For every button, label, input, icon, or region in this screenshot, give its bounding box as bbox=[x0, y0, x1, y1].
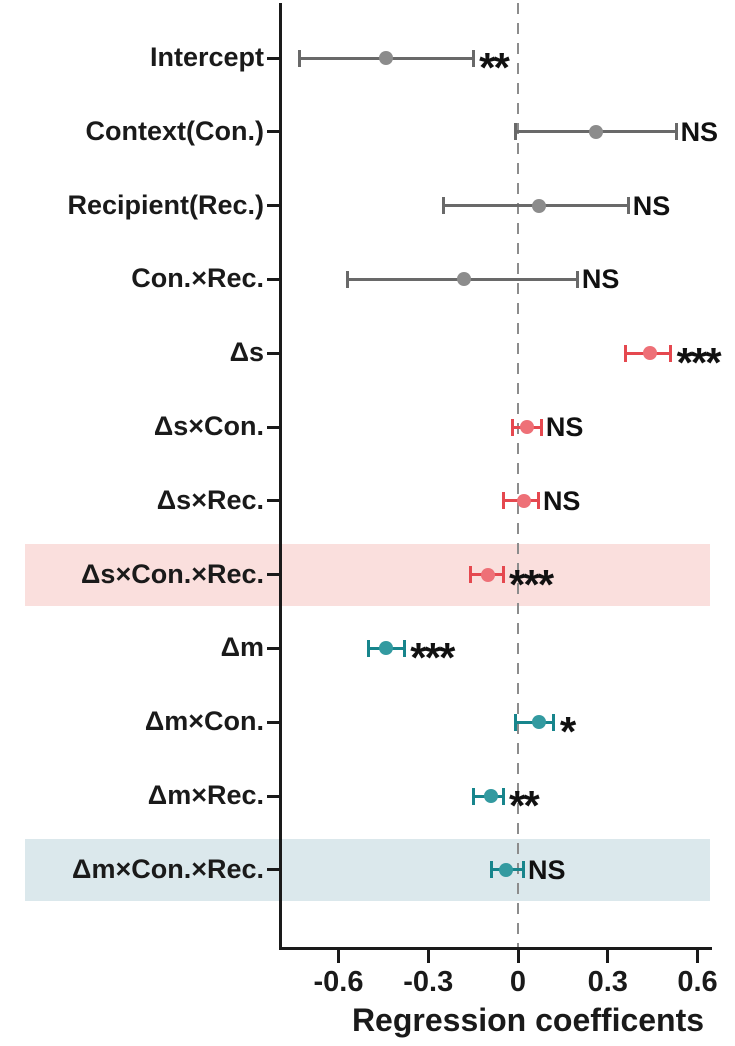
y-tick bbox=[267, 277, 279, 281]
error-bar-cap-left bbox=[471, 787, 475, 805]
error-bar-cap-left bbox=[441, 197, 445, 215]
point-marker bbox=[499, 862, 514, 877]
row-label: Intercept bbox=[149, 41, 264, 72]
y-tick bbox=[267, 573, 279, 577]
row-label: Δs×Con. bbox=[153, 410, 264, 441]
row-label: Context(Con.) bbox=[85, 115, 264, 146]
error-bar-cap-left bbox=[510, 418, 514, 436]
significance-label: NS bbox=[680, 116, 719, 147]
significance-label: ** bbox=[479, 44, 510, 92]
significance-label: NS bbox=[527, 854, 566, 885]
error-bar-cap-right bbox=[669, 344, 673, 362]
error-bar-cap-right bbox=[522, 861, 526, 879]
x-tick-label: -0.3 bbox=[403, 966, 454, 998]
x-tick bbox=[696, 950, 700, 963]
significance-label: *** bbox=[509, 560, 554, 608]
error-bar-cap-right bbox=[501, 787, 505, 805]
error-bar-cap-left bbox=[298, 49, 302, 67]
significance-label: NS bbox=[581, 264, 620, 295]
significance-label: ** bbox=[509, 782, 540, 830]
point-marker bbox=[531, 198, 546, 213]
x-tick-label: 0 bbox=[509, 966, 527, 998]
significance-label: NS bbox=[545, 412, 584, 443]
row-label: Δm×Con.×Rec. bbox=[72, 853, 264, 884]
y-tick bbox=[267, 794, 279, 798]
y-axis-line bbox=[279, 3, 282, 950]
x-tick bbox=[516, 950, 520, 963]
point-marker bbox=[516, 493, 531, 508]
y-tick bbox=[267, 351, 279, 355]
zero-reference-line bbox=[517, 3, 519, 947]
y-tick bbox=[267, 425, 279, 429]
point-marker bbox=[484, 789, 499, 803]
error-bar-cap-left bbox=[366, 639, 370, 657]
error-bar-cap-right bbox=[537, 492, 541, 510]
error-bar-cap-right bbox=[552, 713, 556, 731]
error-bar-cap-left bbox=[489, 861, 493, 879]
x-axis-title: Regression coefficents bbox=[351, 1002, 705, 1038]
error-bar-cap-left bbox=[345, 270, 349, 288]
row-label: Δs×Rec. bbox=[156, 484, 264, 515]
y-tick bbox=[267, 499, 279, 503]
row-label: Δm×Con. bbox=[144, 706, 264, 737]
error-bar-cap-right bbox=[627, 197, 631, 215]
x-tick-label: 0.3 bbox=[587, 966, 628, 998]
point-marker bbox=[519, 420, 534, 434]
significance-label: NS bbox=[542, 485, 581, 516]
error-bar-cap-right bbox=[576, 270, 580, 288]
highlight-band-blue bbox=[25, 838, 710, 901]
y-tick bbox=[267, 720, 279, 724]
error-bar-cap-left bbox=[501, 492, 505, 510]
error-bar-cap-right bbox=[540, 418, 544, 436]
error-bar-cap-left bbox=[513, 713, 517, 731]
error-bar-cap-right bbox=[501, 566, 505, 584]
error-bar-cap-right bbox=[471, 49, 475, 67]
point-marker bbox=[379, 51, 394, 65]
row-label: Δs×Con.×Rec. bbox=[81, 558, 264, 589]
x-tick bbox=[606, 950, 610, 963]
error-bar-cap-right bbox=[402, 639, 406, 657]
y-tick bbox=[267, 868, 279, 872]
row-label: Con.×Rec. bbox=[131, 263, 264, 294]
x-tick-label: 0.6 bbox=[677, 966, 718, 998]
y-tick bbox=[267, 646, 279, 650]
significance-label: *** bbox=[410, 634, 455, 682]
y-tick bbox=[267, 204, 279, 208]
x-tick-label: -0.6 bbox=[313, 966, 364, 998]
point-marker bbox=[531, 715, 546, 730]
significance-label: * bbox=[559, 708, 576, 756]
row-label: Δs bbox=[229, 337, 264, 368]
y-tick bbox=[267, 56, 279, 60]
point-marker bbox=[457, 272, 472, 287]
error-bar-cap-left bbox=[513, 123, 517, 141]
point-marker bbox=[481, 567, 496, 582]
x-axis-line bbox=[279, 947, 712, 950]
y-tick bbox=[267, 130, 279, 134]
row-label: Recipient(Rec.) bbox=[67, 189, 264, 220]
row-label: Δm×Rec. bbox=[147, 779, 264, 810]
point-marker bbox=[642, 346, 657, 361]
error-bar-cap-left bbox=[468, 566, 472, 584]
significance-label: NS bbox=[632, 190, 671, 221]
x-tick bbox=[336, 950, 340, 963]
error-bar-cap-right bbox=[675, 123, 679, 141]
error-bar-cap-left bbox=[624, 344, 628, 362]
point-marker bbox=[379, 641, 394, 656]
point-marker bbox=[588, 124, 603, 139]
row-label: Δm bbox=[220, 632, 264, 663]
highlight-band-pink bbox=[25, 543, 710, 606]
x-tick bbox=[426, 950, 430, 963]
significance-label: *** bbox=[676, 339, 722, 387]
